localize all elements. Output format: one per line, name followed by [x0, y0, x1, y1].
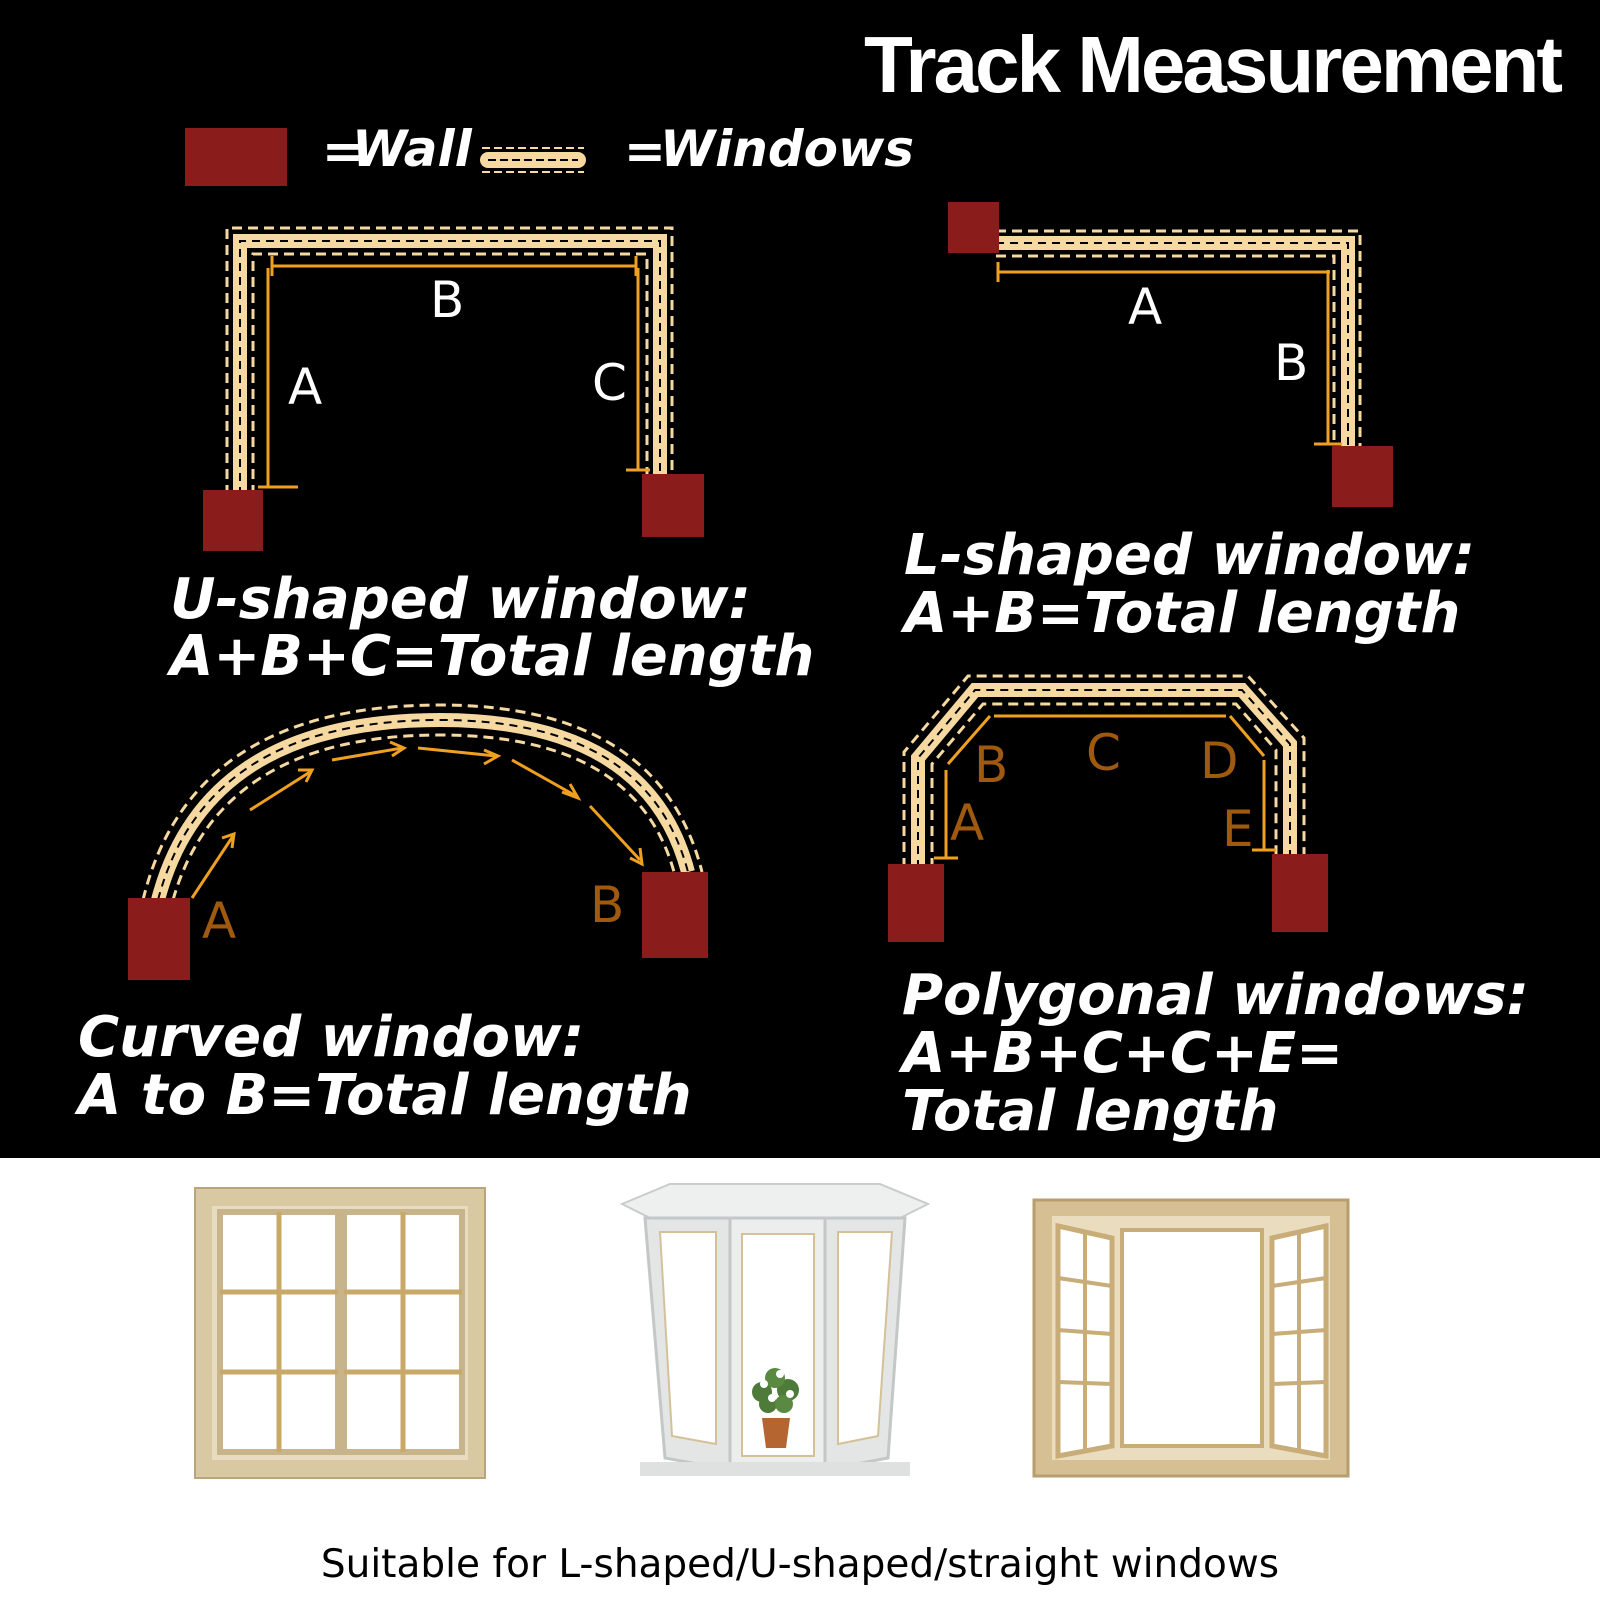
poly-measure-lines — [934, 714, 1276, 860]
u-track-outer-dashes — [225, 226, 674, 495]
curve-segment-label-b: B — [590, 876, 624, 934]
l-segment-label-b: B — [1274, 334, 1308, 392]
l-measure-lines — [996, 262, 1342, 446]
u-segment-label-b: B — [430, 271, 464, 329]
poly-segment-label-d: D — [1200, 732, 1239, 790]
poly-track-inner-dashes — [930, 702, 1278, 868]
wall-swatch — [185, 128, 287, 186]
u-track-inner-dashes — [251, 252, 649, 495]
poly-segment-label-b: B — [974, 736, 1008, 794]
curve-track-inner-dashes — [171, 733, 676, 901]
window-legend-label: Windows — [660, 120, 914, 178]
legend: = Wall = Windows — [185, 120, 914, 186]
poly-caption-line1: Polygonal windows: — [902, 963, 1529, 1028]
curve-caption-line2: A to B=Total length — [74, 1063, 692, 1128]
u-left-wall — [203, 490, 263, 551]
wall-equals: = — [322, 122, 364, 180]
curve-right-wall — [642, 872, 708, 958]
page-title: Track Measurement — [864, 20, 1562, 109]
curve-track-outer-dashes — [141, 703, 704, 901]
black-panel — [0, 0, 1600, 1158]
poly-segment-label-c: C — [1086, 724, 1121, 782]
window-equals: = — [624, 122, 666, 180]
casement-window-image — [1032, 1198, 1350, 1478]
window-swatch — [480, 147, 586, 173]
l-caption-line2: A+B=Total length — [900, 581, 1460, 646]
u-shaped-diagram: A B C U-shaped window: A+B+C=Total lengt… — [166, 226, 814, 689]
curve-segment-label-a: A — [202, 892, 236, 950]
poly-segment-label-e: E — [1222, 800, 1254, 858]
curve-caption-line1: Curved window: — [78, 1005, 584, 1070]
l-bottom-wall — [1332, 446, 1393, 507]
l-shaped-diagram: A B L-shaped window: A+B=Total length — [900, 202, 1475, 646]
l-caption-line1: L-shaped window: — [904, 523, 1475, 588]
flower-pot-image — [752, 1368, 799, 1448]
sliding-window-image — [194, 1187, 486, 1479]
l-track-inner-dashes — [996, 254, 1336, 450]
l-top-wall — [948, 202, 999, 253]
curve-measure-arrows — [190, 740, 644, 899]
poly-right-wall — [1272, 854, 1328, 932]
u-right-wall — [642, 474, 704, 537]
u-caption-line1: U-shaped window: — [170, 567, 751, 632]
wall-legend-label: Wall — [352, 120, 473, 178]
poly-track-outer-dashes — [902, 674, 1306, 868]
poly-left-wall — [888, 864, 944, 942]
bay-window-image — [619, 1183, 931, 1476]
poly-segment-label-a: A — [950, 794, 984, 852]
u-caption-line2: A+B+C=Total length — [166, 624, 814, 689]
l-track-outer-dashes — [996, 229, 1362, 450]
curved-diagram: A B Curved window: A to B=Total length — [74, 703, 708, 1128]
u-segment-label-c: C — [592, 354, 627, 412]
poly-caption-line2: A+B+C+C+E= — [898, 1021, 1343, 1086]
polygonal-diagram: A B C D E Polygonal windows: A+B+C+C+E= … — [888, 674, 1529, 1144]
curve-left-wall — [128, 898, 190, 980]
l-segment-label-a: A — [1128, 278, 1162, 336]
poly-caption-line3: Total length — [902, 1079, 1278, 1144]
u-measure-lines — [258, 256, 650, 489]
footer-note: Suitable for L-shaped/U-shaped/straight … — [321, 1542, 1279, 1587]
u-segment-label-a: A — [288, 358, 322, 416]
